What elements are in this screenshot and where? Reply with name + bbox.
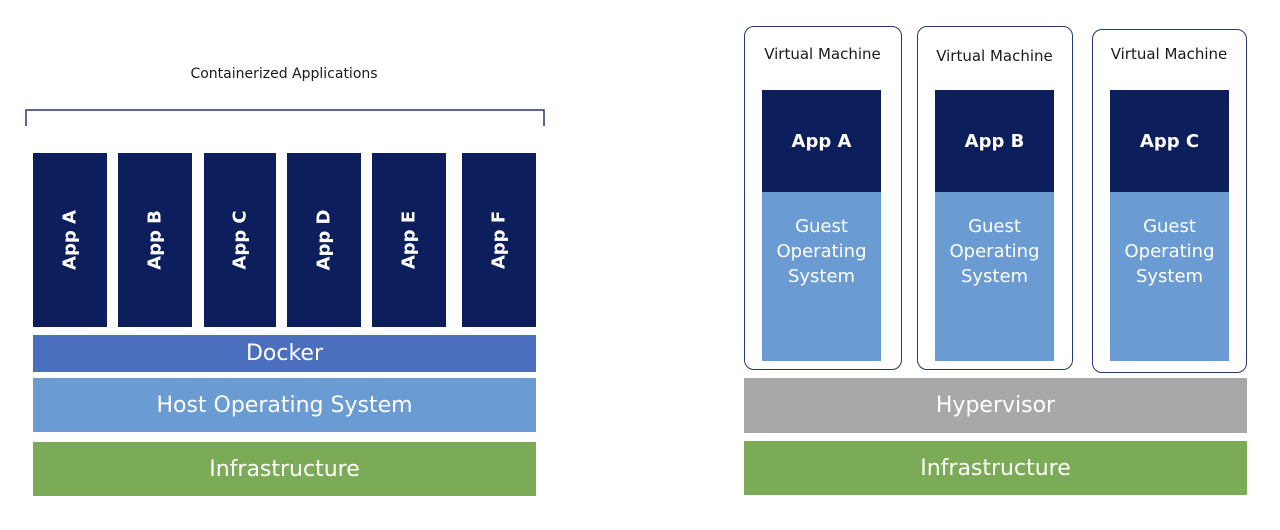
virtual-machine-2: Virtual Machine App B Guest Operating Sy… — [917, 26, 1073, 370]
container-app-a-label: App A — [59, 210, 81, 270]
container-app-a: App A — [33, 153, 107, 327]
vm-2-guest-os-line-2: Operating — [949, 241, 1040, 262]
container-app-f: App F — [462, 153, 536, 327]
container-infrastructure-layer: Infrastructure — [33, 442, 536, 496]
applications-bracket — [25, 109, 545, 126]
container-app-c: App C — [204, 153, 276, 327]
vm-diagram: Virtual Machine App A Guest Operating Sy… — [730, 0, 1270, 530]
vm-infrastructure-layer: Infrastructure — [744, 441, 1247, 495]
vm-3-guest-os-line-3: System — [1135, 266, 1204, 287]
vm-3-guest-os-line-2: Operating — [1124, 241, 1215, 262]
container-app-b-label: App B — [144, 210, 166, 270]
vm-1-guest-os: Guest Operating System — [762, 192, 881, 361]
container-app-e-label: App E — [398, 210, 420, 270]
host-os-layer: Host Operating System — [33, 378, 536, 432]
container-app-c-label: App C — [229, 210, 251, 270]
vm-2-guest-os-line-3: System — [960, 266, 1029, 287]
container-app-d-label: App D — [313, 209, 335, 271]
virtual-machine-3: Virtual Machine App C Guest Operating Sy… — [1092, 29, 1247, 373]
hypervisor-layer: Hypervisor — [744, 378, 1247, 433]
vm-1-guest-os-line-1: Guest — [795, 216, 848, 237]
vm-2-guest-os-line-1: Guest — [968, 216, 1021, 237]
vm-3-guest-os-line-1: Guest — [1143, 216, 1196, 237]
vm-1-guest-os-line-3: System — [787, 266, 856, 287]
vm-3-app: App C — [1110, 90, 1229, 192]
docker-layer: Docker — [33, 335, 536, 372]
container-app-b: App B — [118, 153, 192, 327]
virtual-machine-2-title: Virtual Machine — [936, 47, 1053, 65]
virtual-machine-1-title: Virtual Machine — [764, 45, 881, 63]
containers-diagram: Containerized Applications App A App B A… — [0, 0, 560, 530]
vm-2-app: App B — [935, 90, 1054, 192]
virtual-machine-1: Virtual Machine App A Guest Operating Sy… — [744, 26, 902, 370]
containerized-applications-caption: Containerized Applications — [190, 66, 378, 82]
virtual-machine-3-title: Virtual Machine — [1110, 45, 1228, 63]
vm-2-guest-os: Guest Operating System — [935, 192, 1054, 361]
vm-1-app: App A — [762, 90, 881, 192]
container-app-f-label: App F — [488, 210, 510, 270]
container-app-e: App E — [372, 153, 446, 327]
vm-1-guest-os-line-2: Operating — [776, 241, 867, 262]
container-app-d: App D — [287, 153, 361, 327]
vm-3-guest-os: Guest Operating System — [1110, 192, 1229, 361]
